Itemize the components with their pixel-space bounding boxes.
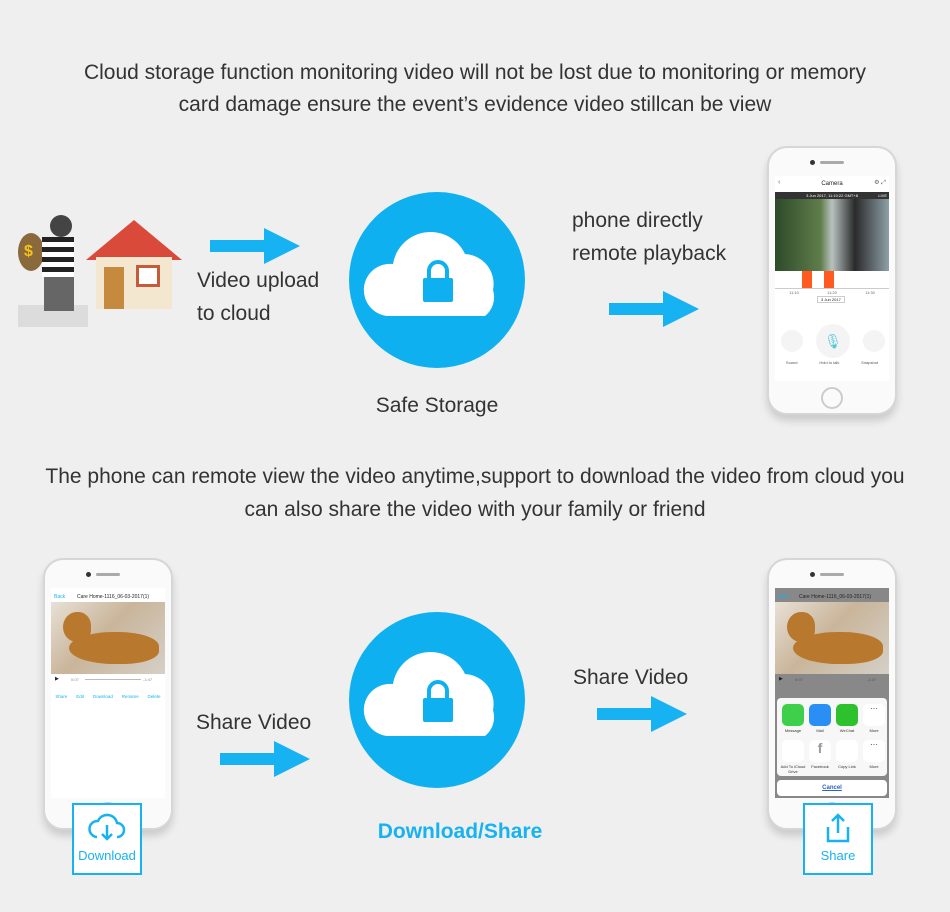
delete-action[interactable]: Delete [147, 694, 161, 699]
player-phone: Back Care Home-1116_06-03-2017(1) ▶ 0:07… [43, 558, 173, 830]
share-upload-icon [826, 813, 850, 843]
facebook-icon[interactable]: f [809, 740, 831, 762]
video-title: Care Home-1116_06-03-2017(1) [77, 594, 150, 600]
back-link[interactable]: Back [778, 594, 790, 600]
cloud-lock-icon [363, 651, 495, 736]
cloud-storage-circle [349, 192, 525, 368]
thief-house-illustration: $ [18, 205, 182, 327]
remaining-time: -1:47 [867, 677, 877, 682]
more-label: More [869, 764, 879, 769]
live-badge: LIVE [878, 193, 887, 198]
elapsed-time: 0:07 [71, 677, 79, 682]
edit-action[interactable]: Edit [76, 694, 85, 699]
message-label: Message [784, 728, 802, 733]
play-icon[interactable]: ▶ [55, 676, 59, 682]
date-select[interactable]: 3 Jun 2017 [817, 296, 845, 303]
section2-line-1: The phone can remote view the video anyt… [45, 465, 905, 488]
more-icon[interactable]: ··· [863, 740, 885, 762]
cloud-download-icon [88, 813, 126, 841]
share-video-label-left: Share Video [196, 711, 312, 734]
remaining-time: -1:47 [143, 677, 153, 682]
back-chevron-icon[interactable]: ‹ [778, 179, 781, 186]
timeline-tick: 11:30 [865, 290, 875, 295]
camera-live-video [775, 199, 889, 271]
talk-label: Hold to talk [819, 360, 840, 365]
snapshot-button[interactable] [863, 330, 885, 352]
timeline-tick: 11:10 [789, 290, 799, 295]
arrow-right-icon [210, 228, 300, 264]
camera-phone: Camera ‹ ⚙ ⤢ 3 Jun 2017, 11:10:22 GMT+8 … [767, 146, 897, 415]
facebook-label: Facebook [811, 764, 829, 769]
cloud-share-circle [349, 612, 525, 788]
seek-slider[interactable] [85, 679, 141, 680]
share-badge: Share [803, 803, 873, 875]
download-badge: Download [72, 803, 142, 875]
copy-link-icon[interactable] [836, 740, 858, 762]
rename-action[interactable]: Rename [121, 694, 139, 699]
mail-label: Mail [816, 728, 824, 733]
sound-button[interactable] [781, 330, 803, 352]
arrow-right-icon [597, 696, 687, 732]
safe-storage-caption: Safe Storage [375, 394, 499, 417]
wechat-label: WeChat [839, 728, 855, 733]
share-label: Share [820, 848, 856, 863]
snapshot-label: Snapshot [861, 360, 879, 365]
camera-title: Camera [821, 181, 843, 187]
arrow-right-icon [609, 291, 699, 327]
dog-video [775, 602, 889, 674]
play-icon[interactable]: ▶ [779, 676, 783, 682]
elapsed-time: 0:07 [795, 677, 803, 682]
video-upload-label: Video upload [197, 269, 320, 292]
intro-line-2: card damage ensure the event’s evidence … [178, 93, 772, 116]
back-link[interactable]: Back [54, 594, 66, 600]
sound-label: Sound [785, 360, 798, 365]
icloud-label: Add To iCloud Drive [780, 764, 806, 774]
wechat-icon[interactable] [836, 704, 858, 726]
timeline-tick: 11:20 [827, 290, 837, 295]
hold-to-talk-button[interactable]: 🎙 [816, 324, 850, 358]
remote-playback-label: phone directly [572, 209, 703, 232]
share-sheet: ··· Message Mail WeChat More f ··· Add T… [777, 698, 887, 776]
arrow-right-icon [220, 741, 310, 777]
settings-icon[interactable]: ⚙ ⤢ [874, 180, 886, 186]
icloud-drive-icon[interactable] [782, 740, 804, 762]
camera-timestamp: 3 Jun 2017, 11:10:22 GMT+8 [775, 192, 889, 199]
video-title: Care Home-1116_06-03-2017(1) [799, 594, 872, 600]
share-action[interactable]: Share [55, 694, 68, 699]
cloud-lock-icon [363, 231, 495, 316]
intro-line-1: Cloud storage function monitoring video … [83, 61, 867, 84]
message-icon[interactable] [782, 704, 804, 726]
download-share-caption: Download/Share [377, 820, 543, 843]
dog-video [51, 602, 165, 674]
download-action[interactable]: Download [92, 694, 113, 699]
share-video-label-right: Share Video [573, 666, 689, 689]
download-label: Download [78, 848, 136, 863]
share-phone: Back Care Home-1116_06-03-2017(1) ▶ 0:07… [767, 558, 897, 830]
remote-playback-label-2: remote playback [572, 242, 727, 265]
cancel-button[interactable]: Cancel [777, 780, 887, 796]
copy-link-label: Copy Link [838, 764, 856, 769]
more-icon[interactable]: ··· [863, 704, 885, 726]
video-upload-label-2: to cloud [197, 302, 271, 325]
section2-line-2: can also share the video with your famil… [244, 498, 706, 521]
mail-icon[interactable] [809, 704, 831, 726]
more-label: More [869, 728, 879, 733]
